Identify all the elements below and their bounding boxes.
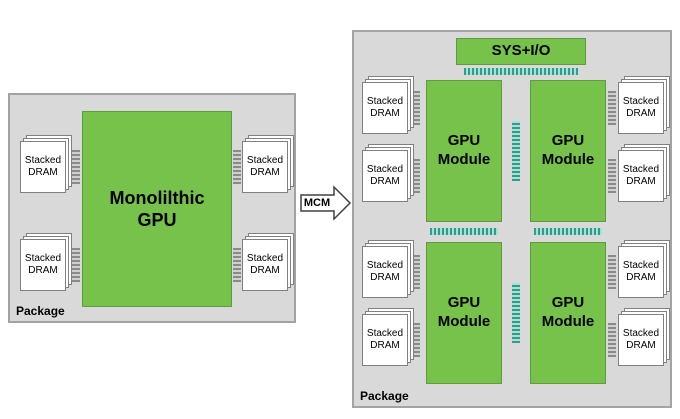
sys-io-label: SYS+I/O: [491, 42, 551, 60]
module-interconnect-hatch: [512, 283, 520, 343]
stacked-dram-label: Stacked DRAM: [362, 314, 408, 366]
stacked-dram-label: Stacked DRAM: [618, 246, 664, 298]
stacked-dram-label: Stacked DRAM: [20, 239, 66, 291]
dram-interconnect-hatch: [412, 323, 420, 357]
stacked-dram: Stacked DRAM: [618, 314, 664, 366]
dram-interconnect-hatch: [608, 159, 616, 193]
stacked-dram: Stacked DRAM: [362, 314, 408, 366]
stacked-dram: Stacked DRAM: [362, 246, 408, 298]
stacked-dram: Stacked DRAM: [362, 150, 408, 202]
dram-interconnect-hatch: [233, 150, 241, 184]
gpu-module-box: GPU Module: [530, 242, 606, 384]
sys-io-box: SYS+I/O: [456, 38, 586, 65]
mcm-package: SYS+I/O GPU Module GPU Module GPU Module…: [352, 30, 672, 408]
dram-interconnect-hatch: [608, 323, 616, 357]
stacked-dram-label: Stacked DRAM: [618, 150, 664, 202]
dram-interconnect-hatch: [72, 248, 80, 282]
gpu-module-box: GPU Module: [426, 242, 502, 384]
sys-io-interconnect-hatch: [464, 68, 578, 75]
stacked-dram-label: Stacked DRAM: [362, 150, 408, 202]
stacked-dram-label: Stacked DRAM: [618, 82, 664, 134]
dram-interconnect-hatch: [72, 150, 80, 184]
stacked-dram: Stacked DRAM: [618, 246, 664, 298]
monolithic-package: Monolilthic GPU Stacked DRAM Stacked DRA…: [8, 93, 296, 323]
package-label: Package: [16, 304, 65, 318]
stacked-dram: Stacked DRAM: [362, 82, 408, 134]
stacked-dram: Stacked DRAM: [242, 239, 288, 291]
stacked-dram-label: Stacked DRAM: [242, 141, 288, 193]
dram-interconnect-hatch: [608, 255, 616, 289]
module-interconnect-hatch: [430, 228, 498, 235]
gpu-module-label: GPU Module: [437, 294, 491, 330]
module-interconnect-hatch: [534, 228, 602, 235]
mcm-arrow: MCM: [300, 184, 352, 222]
stacked-dram: Stacked DRAM: [20, 141, 66, 193]
stacked-dram-label: Stacked DRAM: [362, 82, 408, 134]
gpu-module-box: GPU Module: [530, 80, 606, 222]
module-interconnect-hatch: [512, 121, 520, 181]
right-arrow-icon: [300, 185, 352, 221]
stacked-dram: Stacked DRAM: [618, 82, 664, 134]
stacked-dram: Stacked DRAM: [20, 239, 66, 291]
dram-interconnect-hatch: [233, 248, 241, 282]
monolithic-gpu-box: Monolilthic GPU: [82, 111, 232, 307]
gpu-module-box: GPU Module: [426, 80, 502, 222]
stacked-dram-label: Stacked DRAM: [362, 246, 408, 298]
gpu-module-label: GPU Module: [437, 132, 491, 168]
package-label: Package: [360, 389, 409, 403]
dram-interconnect-hatch: [412, 255, 420, 289]
monolithic-gpu-label: Monolilthic GPU: [109, 187, 205, 231]
mcm-arrow-label: MCM: [303, 197, 331, 209]
gpu-module-label: GPU Module: [541, 132, 595, 168]
stacked-dram: Stacked DRAM: [618, 150, 664, 202]
dram-interconnect-hatch: [608, 91, 616, 125]
dram-interconnect-hatch: [412, 159, 420, 193]
stacked-dram-label: Stacked DRAM: [20, 141, 66, 193]
stacked-dram: Stacked DRAM: [242, 141, 288, 193]
stacked-dram-label: Stacked DRAM: [242, 239, 288, 291]
gpu-module-label: GPU Module: [541, 294, 595, 330]
dram-interconnect-hatch: [412, 91, 420, 125]
stacked-dram-label: Stacked DRAM: [618, 314, 664, 366]
